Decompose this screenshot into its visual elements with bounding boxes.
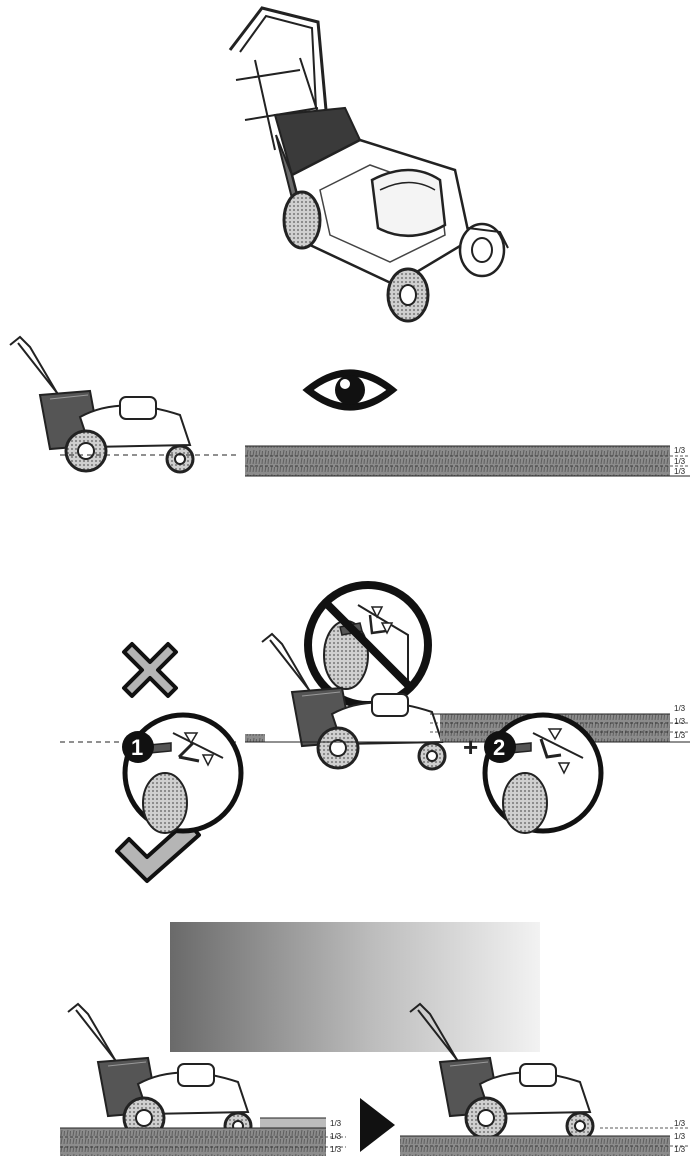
fraction-label: 1/3	[674, 731, 686, 740]
cross-icon	[124, 644, 176, 696]
fraction-label: 1/3	[674, 704, 686, 713]
fraction-label: 1/3	[674, 457, 686, 466]
arrow-right-icon	[360, 1098, 395, 1152]
step-plus: +	[463, 732, 478, 762]
gradient-band	[170, 922, 540, 1052]
fraction-label: 1/3	[330, 1145, 342, 1154]
fraction-label: 1/3	[330, 1119, 342, 1128]
fraction-label: 1/3	[674, 717, 686, 726]
mower-side-view-1	[10, 337, 193, 472]
fraction-label: 1/3	[674, 446, 686, 455]
step-number-1: 1	[131, 735, 143, 760]
prohibited-icon	[308, 585, 428, 705]
mower-illustration	[230, 8, 508, 321]
grass-section-4	[400, 1128, 690, 1156]
fraction-label: 1/3	[674, 467, 686, 476]
grass-section-1	[245, 446, 690, 476]
fraction-label: 1/3	[330, 1132, 342, 1141]
grass-section-3	[60, 1118, 346, 1156]
step-number-2: 2	[493, 735, 505, 760]
fraction-label: 1/3	[674, 1145, 686, 1154]
fraction-label: 1/3	[674, 1132, 686, 1141]
eye-icon	[308, 373, 392, 407]
fraction-label: 1/3	[674, 1119, 686, 1128]
